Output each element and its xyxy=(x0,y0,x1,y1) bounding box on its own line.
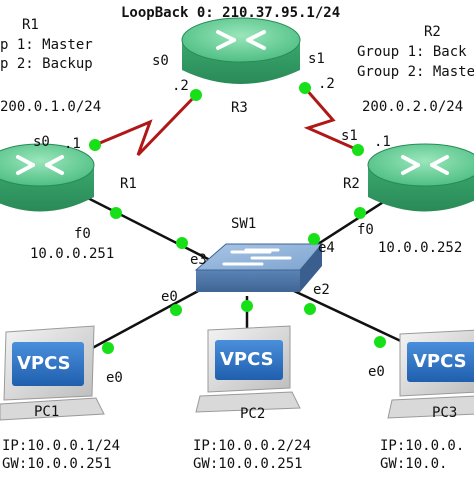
pc2-screen-text: VPCS xyxy=(220,349,274,370)
port-dot-r1-f0 xyxy=(110,207,122,219)
pc1-screen-text: VPCS xyxy=(17,353,71,374)
switch-e4-label: e4 xyxy=(318,240,335,256)
port-dot-r3-s1 xyxy=(299,82,311,94)
router-arrows-icon xyxy=(16,155,64,175)
pc2-gw: GW:10.0.0.251 xyxy=(193,456,303,472)
r1-s0-ip: .1 xyxy=(64,136,81,152)
port-dot-r3-s0 xyxy=(190,89,202,101)
switch-e2-label: e2 xyxy=(313,282,330,298)
link-r1-sw1 xyxy=(71,188,215,264)
r3-s0-port: s0 xyxy=(152,53,169,69)
serial-links xyxy=(94,87,359,157)
r1-f0-port: f0 xyxy=(74,226,91,242)
port-dot-r1-s0 xyxy=(89,139,101,151)
port-dot-sw-e4 xyxy=(308,233,320,245)
port-dot-pc1-e0 xyxy=(102,342,114,354)
port-dot-sw-e0 xyxy=(170,304,182,316)
port-dot-pc3-e0 xyxy=(374,336,386,348)
r1-f0-ip: 10.0.0.251 xyxy=(30,246,115,262)
switch-e3-label: e3 xyxy=(190,252,207,268)
r1-group2: p 2: Backup xyxy=(0,56,93,72)
pc3-screen-text: VPCS xyxy=(413,351,467,372)
pc-1[interactable] xyxy=(0,325,105,421)
r2-name: R2 xyxy=(343,176,360,192)
pc1-name: PC1 xyxy=(34,404,60,420)
r1-name-top: R1 xyxy=(22,17,39,33)
r2-s1-port: s1 xyxy=(341,128,358,144)
r2-group2: Group 2: Maste xyxy=(357,64,474,80)
pc3-port-label: e0 xyxy=(368,364,385,380)
pc3-ip: IP:10.0.0. xyxy=(380,438,465,454)
r2-group1: Group 1: Back xyxy=(357,44,467,60)
net-right-label: 200.0.2.0/24 xyxy=(362,99,464,115)
r2-f0-port: f0 xyxy=(357,222,374,238)
port-dot-sw-e3 xyxy=(176,237,188,249)
port-dot-sw-pc2 xyxy=(241,300,253,312)
serial-link-r2-r3 xyxy=(303,87,359,152)
port-dot-sw-e2 xyxy=(304,303,316,315)
pc2-name: PC2 xyxy=(240,406,266,422)
pc1-port-label: e0 xyxy=(106,370,123,386)
loopback-label: LoopBack 0: 210.37.95.1/24 xyxy=(121,5,341,21)
port-dots xyxy=(89,82,386,354)
r1-group1: p 1: Master xyxy=(0,37,93,53)
port-dot-r2-s1 xyxy=(352,144,364,156)
r3-name: R3 xyxy=(231,100,248,116)
switch-sw1[interactable] xyxy=(194,243,324,292)
pc-3[interactable] xyxy=(387,329,474,419)
port-dot-r2-f0 xyxy=(354,207,366,219)
switch-e0-label: e0 xyxy=(161,289,178,305)
pc3-name: PC3 xyxy=(432,405,458,421)
r3-s1-port: s1 xyxy=(308,51,325,67)
router-arrows-icon xyxy=(401,155,449,175)
serial-link-r1-r3 xyxy=(94,91,200,157)
r1-name: R1 xyxy=(120,176,137,192)
r2-name-top: R2 xyxy=(424,24,441,40)
r1-s0-port: s0 xyxy=(33,134,50,150)
r2-f0-ip: 10.0.0.252 xyxy=(378,240,463,256)
pc1-gw: GW:10.0.0.251 xyxy=(2,456,112,472)
pc2-ip: IP:10.0.0.2/24 xyxy=(193,438,312,454)
router-arrows-icon xyxy=(216,30,266,50)
router-r2[interactable] xyxy=(367,143,474,212)
r2-s1-ip: .1 xyxy=(374,134,391,150)
r3-s1-ip: .2 xyxy=(318,76,335,92)
link-sw1-pc3 xyxy=(291,288,421,352)
net-left-label: 200.0.1.0/24 xyxy=(0,99,102,115)
r3-s0-ip: .2 xyxy=(172,78,189,94)
pc-2[interactable] xyxy=(195,325,301,413)
pc1-ip: IP:10.0.0.1/24 xyxy=(2,438,121,454)
router-r3[interactable] xyxy=(181,17,301,84)
switch-arrows-icon xyxy=(222,248,292,266)
pc3-gw: GW:10.0. xyxy=(380,456,448,472)
router-r1[interactable] xyxy=(0,143,95,212)
switch-name: SW1 xyxy=(231,216,257,232)
